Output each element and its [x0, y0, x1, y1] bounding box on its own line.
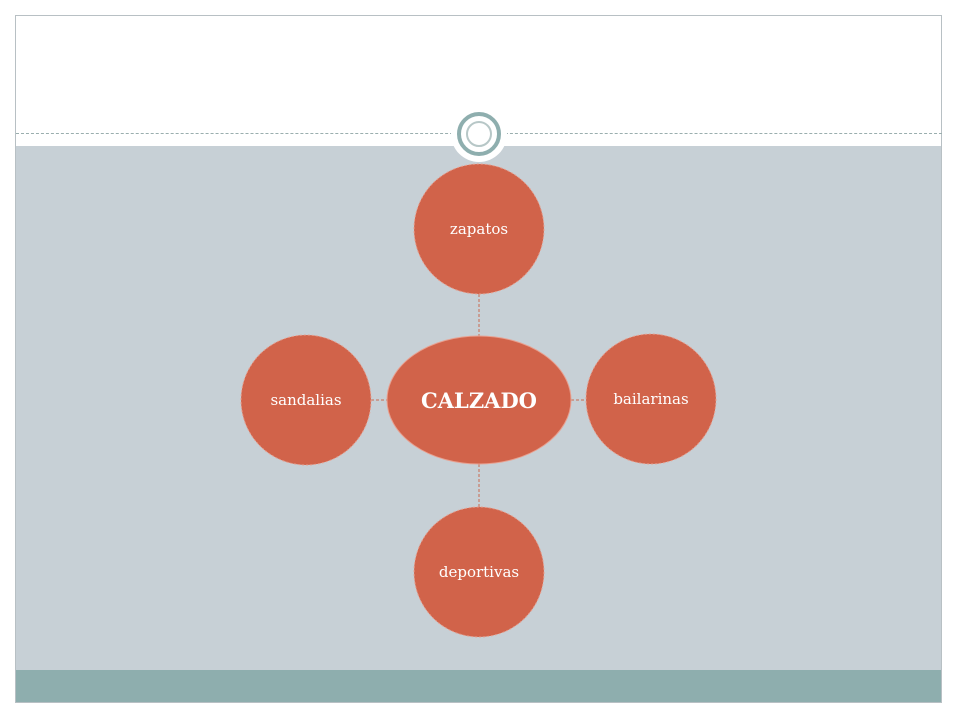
node-left-label: sandalias: [270, 391, 341, 409]
node-top: zapatos: [413, 163, 545, 295]
node-center-label: CALZADO: [421, 388, 537, 413]
node-top-label: zapatos: [450, 220, 508, 238]
node-left: sandalias: [240, 334, 372, 466]
node-bottom-label: deportivas: [439, 563, 519, 581]
node-bottom: deportivas: [413, 506, 545, 638]
ring-ornament-outer: [457, 112, 501, 156]
node-center: CALZADO: [386, 335, 572, 465]
ring-ornament-inner: [466, 121, 492, 147]
slide-footer-band: [16, 670, 942, 702]
slide-frame: [15, 15, 942, 703]
node-right: bailarinas: [585, 333, 717, 465]
node-right-label: bailarinas: [613, 390, 688, 408]
